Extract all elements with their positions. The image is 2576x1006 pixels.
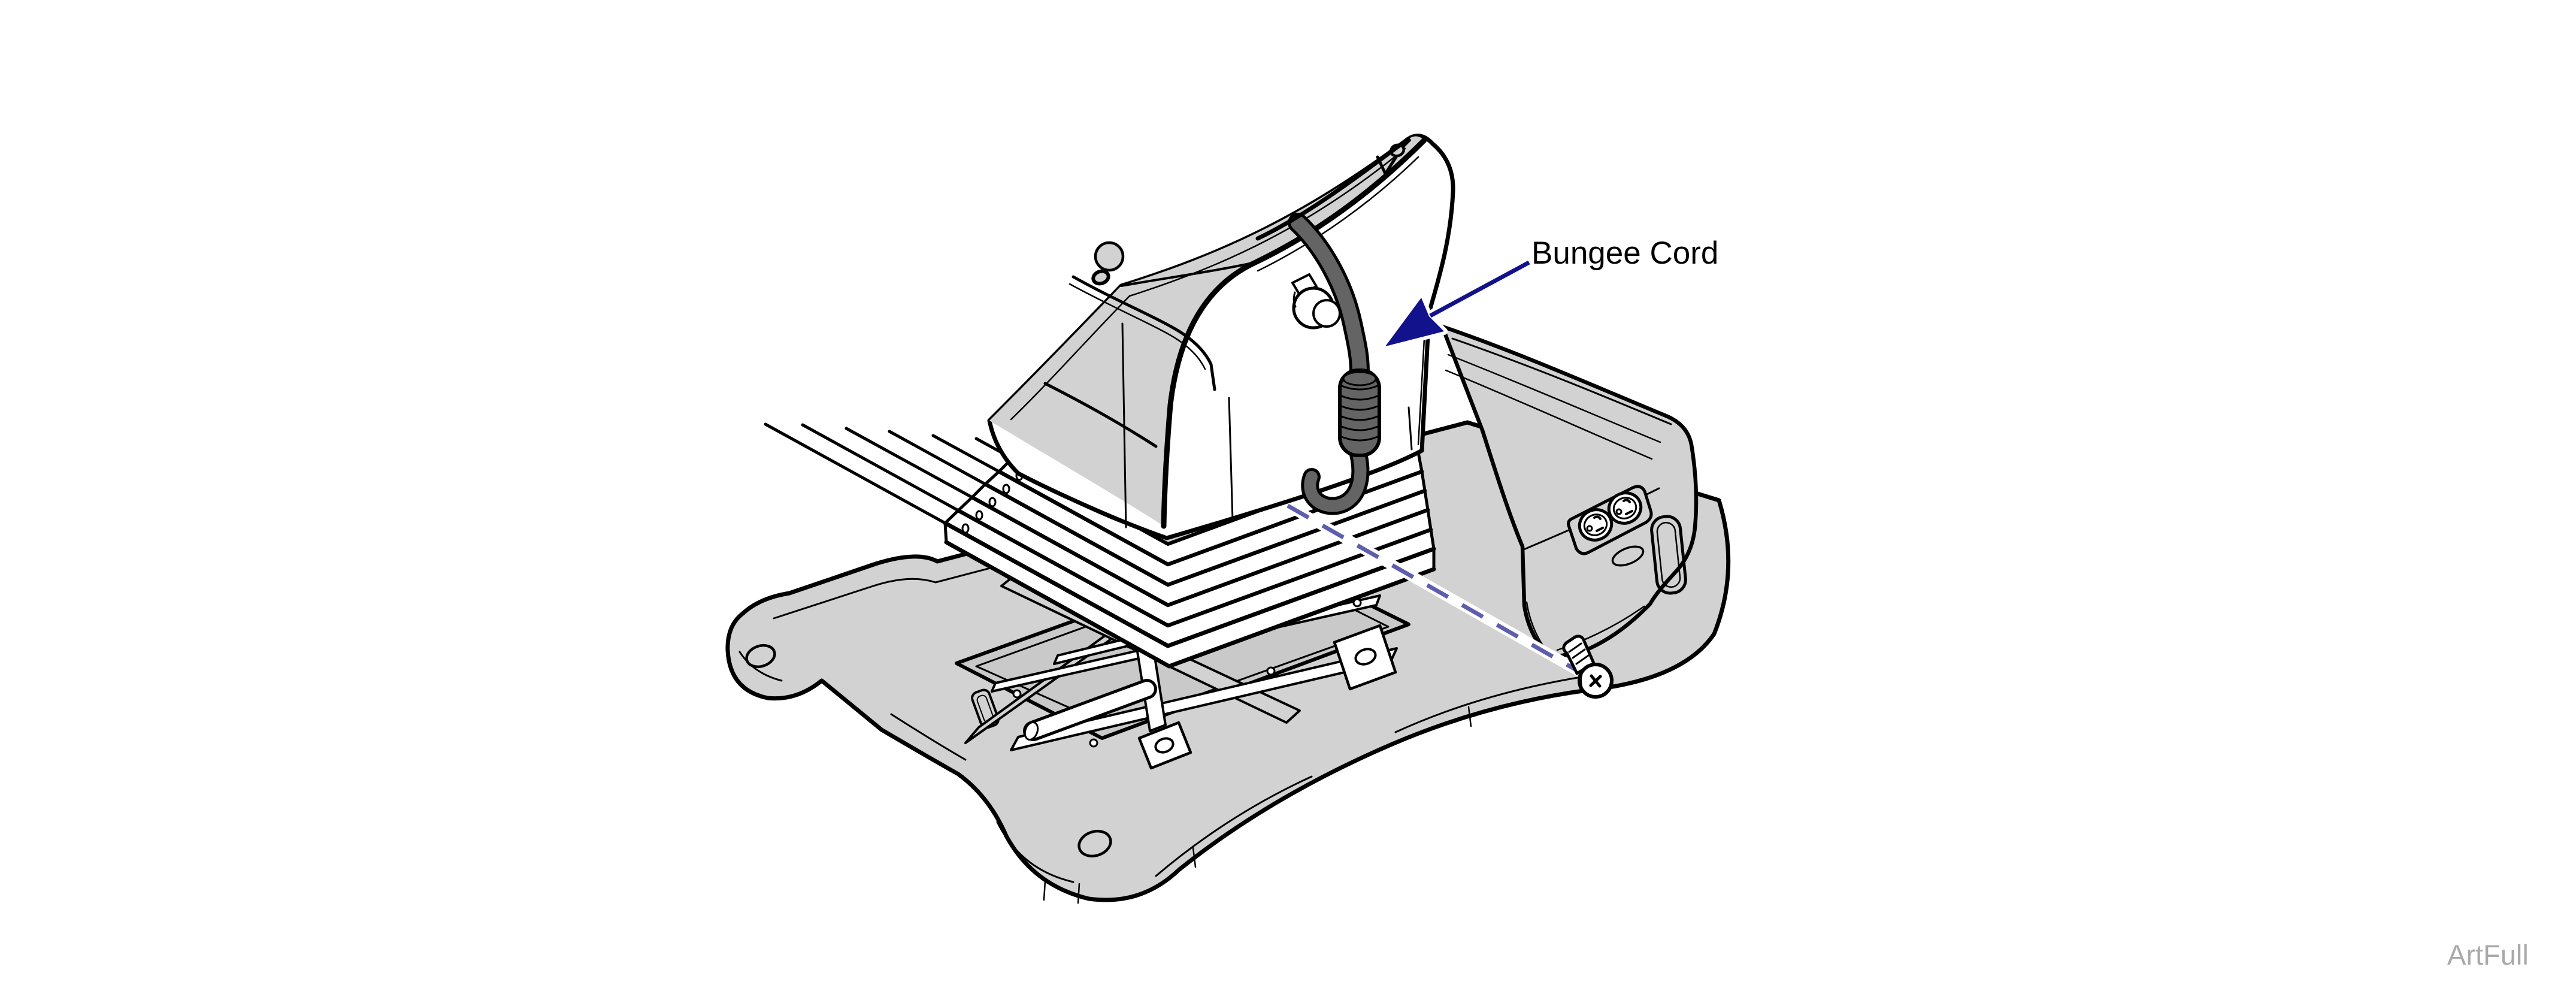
cover-handle-recess (1650, 515, 1687, 595)
base-apron-line (996, 821, 1074, 883)
cover-ridge-line (1451, 337, 1672, 425)
power-outlet (1578, 508, 1614, 542)
seat-top-surface (989, 136, 1424, 527)
phillips-cross-icon (1589, 674, 1602, 688)
bolt-head (1089, 738, 1098, 748)
bolt-head (1012, 689, 1022, 699)
seat-seam (1228, 397, 1234, 521)
seat-inset-line (1043, 382, 1158, 448)
seat-trim-line (1128, 147, 1406, 297)
coil-wraps (1340, 385, 1379, 442)
pivot-block (1333, 624, 1397, 691)
base-apron-line (1394, 676, 1582, 733)
screw-head-dome (1580, 669, 1584, 692)
watermark-text: ArtFull (2447, 939, 2529, 971)
seat-trim-line (1010, 295, 1131, 421)
seat-trim-line (1024, 476, 1166, 537)
knob-bracket (1291, 273, 1318, 296)
cord (1291, 216, 1367, 380)
stack-plate-line (956, 508, 1433, 628)
mounting-screw (1562, 635, 1614, 699)
arrow-shaft (1429, 260, 1530, 318)
bracket-hole (1154, 737, 1175, 754)
pivot-bracket (1137, 721, 1192, 770)
cover-bevel-line (1447, 354, 1661, 443)
bungee-cord-callout: Bungee Cord (1382, 235, 1718, 350)
stack-bottom-edge (944, 540, 1436, 669)
screw-shank (1562, 635, 1596, 675)
base-apron-line (890, 713, 967, 761)
base-top-contour (773, 484, 1307, 620)
seat-inset-line (1071, 275, 1216, 391)
roller-end-cap (1024, 721, 1039, 741)
base-apron-seams (1043, 706, 1472, 904)
seat-inset-line (1068, 283, 1206, 370)
cord-hook (1304, 443, 1367, 512)
cover-oval-recess (1611, 545, 1645, 567)
coil-body (1338, 368, 1381, 457)
screw-leader-line (1276, 497, 1593, 681)
cover-bevel-line (1445, 369, 1653, 460)
base-apron-line (738, 651, 783, 682)
base-corner-hole (745, 644, 776, 669)
lift-front-rail (1010, 647, 1398, 751)
power-module-cover (1440, 324, 1699, 660)
cover-outline (1440, 324, 1699, 660)
stack-plate-holes (961, 470, 1024, 534)
seat-seam (1121, 322, 1127, 528)
dashed-leader-line (1287, 503, 1584, 676)
seat-top-hole (1094, 241, 1125, 272)
screw-threads (1568, 642, 1590, 665)
stack-plate-line (983, 482, 1427, 587)
seat-seam (1407, 406, 1413, 451)
power-outlet (1607, 491, 1643, 525)
seat-ridge-curve (1161, 137, 1427, 529)
cord-coil (1338, 368, 1381, 457)
pivot-hole (1354, 648, 1377, 666)
callout-label: Bungee Cord (1531, 235, 1718, 271)
coil-top-cap (1342, 371, 1377, 386)
outlet-plate (1567, 485, 1653, 555)
seat-knob (1291, 273, 1341, 330)
base-corner-hole (1077, 829, 1112, 858)
seat-top-ring (1091, 269, 1110, 286)
stack-plate-line (943, 521, 1436, 648)
knob-cap (1312, 299, 1341, 328)
barbed-arrow-icon (1385, 298, 1444, 346)
seat-trim-line (1257, 156, 1419, 272)
bolt-head (1266, 666, 1276, 676)
stack-right-edge (1416, 451, 1436, 571)
base-apron-line (1155, 775, 1313, 877)
seat-back-edge (1255, 137, 1410, 241)
lift-roller (1026, 682, 1154, 738)
seat-assembly (987, 134, 1455, 540)
bungee-cord (1255, 137, 1410, 515)
